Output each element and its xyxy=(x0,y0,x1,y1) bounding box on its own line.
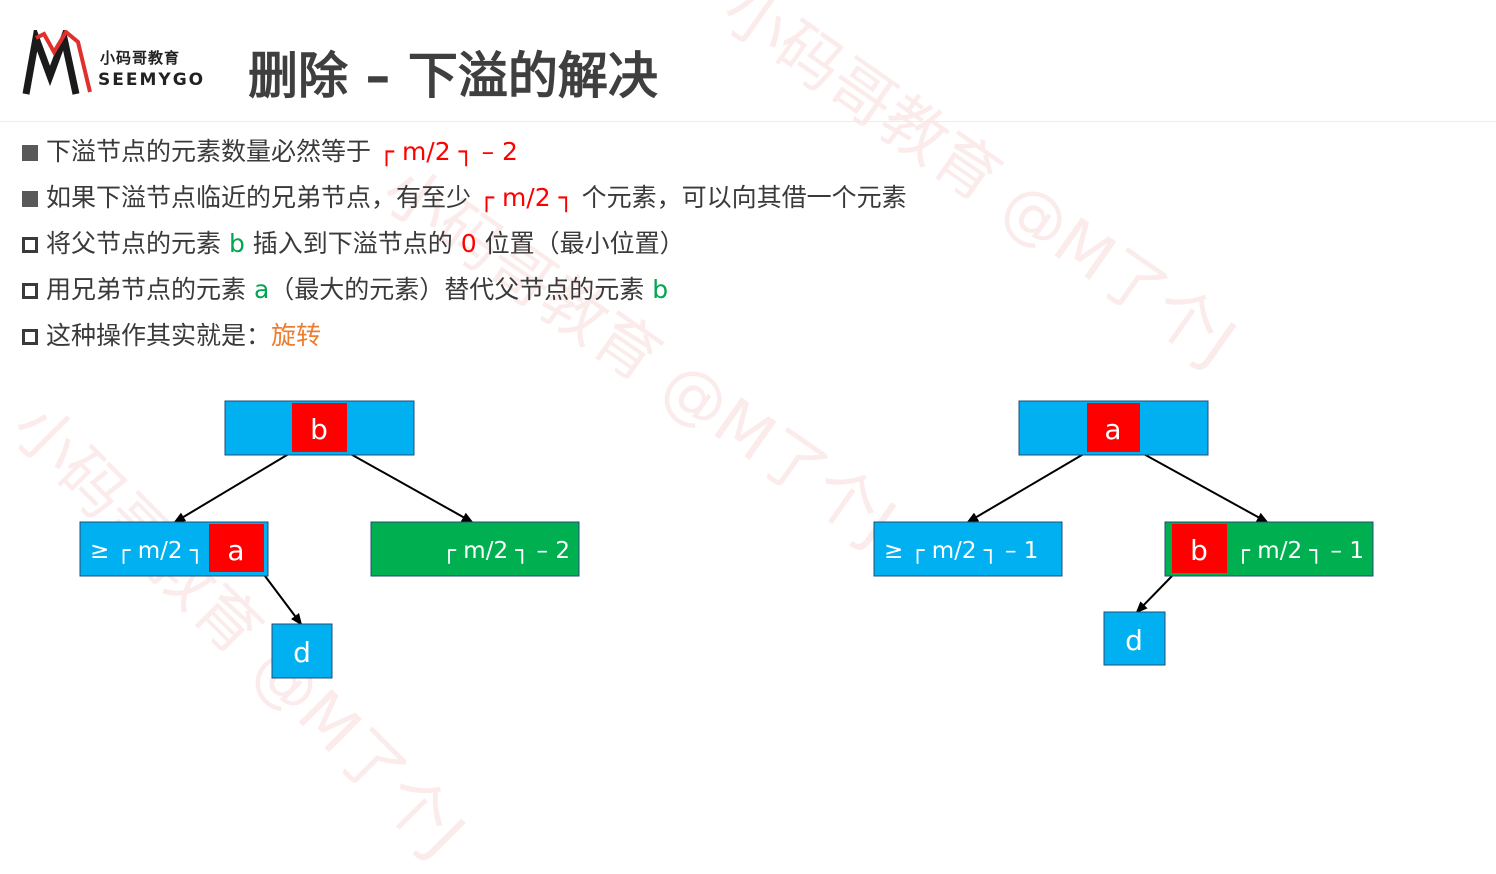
diagram-before: b ≥ ┌ m/2 ┐ a ┌ m/2 ┐ – 2 d xyxy=(79,400,580,679)
bullet-text: 旋转 xyxy=(271,321,322,350)
bullet-text: 将父节点的元素 xyxy=(46,229,229,258)
diagram-after: a ≥ ┌ m/2 ┐ – 1 b ┌ m/2 ┐ – 1 d xyxy=(873,400,1374,666)
edge-parent-left xyxy=(173,451,293,524)
left-child-label: ≥ ┌ m/2 ┐ – 1 xyxy=(884,538,1038,564)
logo-mark-icon xyxy=(22,24,92,95)
edge-parent-right xyxy=(1139,451,1269,523)
parent-key: b xyxy=(310,413,328,446)
right-child-node xyxy=(370,521,580,577)
bullet-text: 位置（最小位置） xyxy=(476,229,685,258)
bullet-text: 下溢节点的元素数量必然等于 xyxy=(46,137,379,166)
bullet-text: ┌ m/2 ┐ – 2 xyxy=(378,137,518,166)
left-child-key: a xyxy=(227,534,244,567)
left-child-label: ≥ ┌ m/2 ┐ xyxy=(90,538,204,564)
bullet-item: 这种操作其实就是：旋转 xyxy=(22,316,907,362)
square-bullet-icon xyxy=(22,145,38,161)
bullet-text: b xyxy=(228,229,245,258)
grandchild-node xyxy=(1103,611,1166,666)
logo-text-cn: 小码哥教育 xyxy=(100,49,181,67)
right-child-label: ┌ m/2 ┐ – 1 xyxy=(1236,538,1364,564)
btree-diagram: b ≥ ┌ m/2 ┐ a ┌ m/2 ┐ – 2 d a ≥ ┌ m/2 ┐ … xyxy=(79,400,1374,679)
bullet-text: b xyxy=(652,275,669,304)
grandchild-key: d xyxy=(1125,624,1143,657)
bullet-text: 这种操作其实就是： xyxy=(46,321,272,350)
right-child-label: ┌ m/2 ┐ – 2 xyxy=(442,538,570,564)
parent-key: a xyxy=(1104,413,1121,446)
page-title: 删除 – 下溢的解决 xyxy=(248,47,658,105)
bullet-text: 如果下溢节点临近的兄弟节点，有至少 xyxy=(46,183,479,212)
square-bullet-icon xyxy=(22,191,38,207)
parent-key-box xyxy=(292,403,347,452)
bullet-item: 下溢节点的元素数量必然等于 ┌ m/2 ┐ – 2 xyxy=(22,132,907,178)
bullet-item: 将父节点的元素 b 插入到下溢节点的 0 位置（最小位置） xyxy=(22,224,907,270)
bullet-text: 0 xyxy=(460,229,477,258)
edge-parent-right xyxy=(346,451,474,523)
bullet-text: 用兄弟节点的元素 xyxy=(46,275,254,304)
header-divider xyxy=(0,121,1496,122)
bullet-text: （最大的元素）替代父节点的元素 xyxy=(269,275,653,304)
grandchild-node xyxy=(271,623,333,679)
logo-text-en: SEEMYGO xyxy=(98,70,206,90)
bullet-text: ┌ m/2 ┐ xyxy=(478,183,574,212)
edge-left-child-grandchild xyxy=(264,575,303,626)
hollow-square-bullet-icon xyxy=(22,283,38,299)
right-child-key: b xyxy=(1190,534,1208,567)
grandchild-key: d xyxy=(293,636,311,669)
hollow-square-bullet-icon xyxy=(22,329,38,345)
left-child-node xyxy=(873,521,1063,577)
bullet-text: 插入到下溢节点的 xyxy=(244,229,461,258)
bullet-text: a xyxy=(253,275,270,304)
left-child-key-box xyxy=(209,524,264,572)
right-child-key-box xyxy=(1172,524,1227,573)
hollow-square-bullet-icon xyxy=(22,237,38,253)
bullet-item: 用兄弟节点的元素 a（最大的元素）替代父节点的元素 b xyxy=(22,270,907,316)
edge-parent-left xyxy=(966,451,1088,524)
edge-right-child-grandchild xyxy=(1135,575,1173,614)
bullet-text: 个元素，可以向其借一个元素 xyxy=(573,183,907,212)
parent-key-box xyxy=(1087,403,1140,452)
bullet-item: 如果下溢节点临近的兄弟节点，有至少 ┌ m/2 ┐ 个元素，可以向其借一个元素 xyxy=(22,178,907,224)
logo xyxy=(22,24,222,100)
